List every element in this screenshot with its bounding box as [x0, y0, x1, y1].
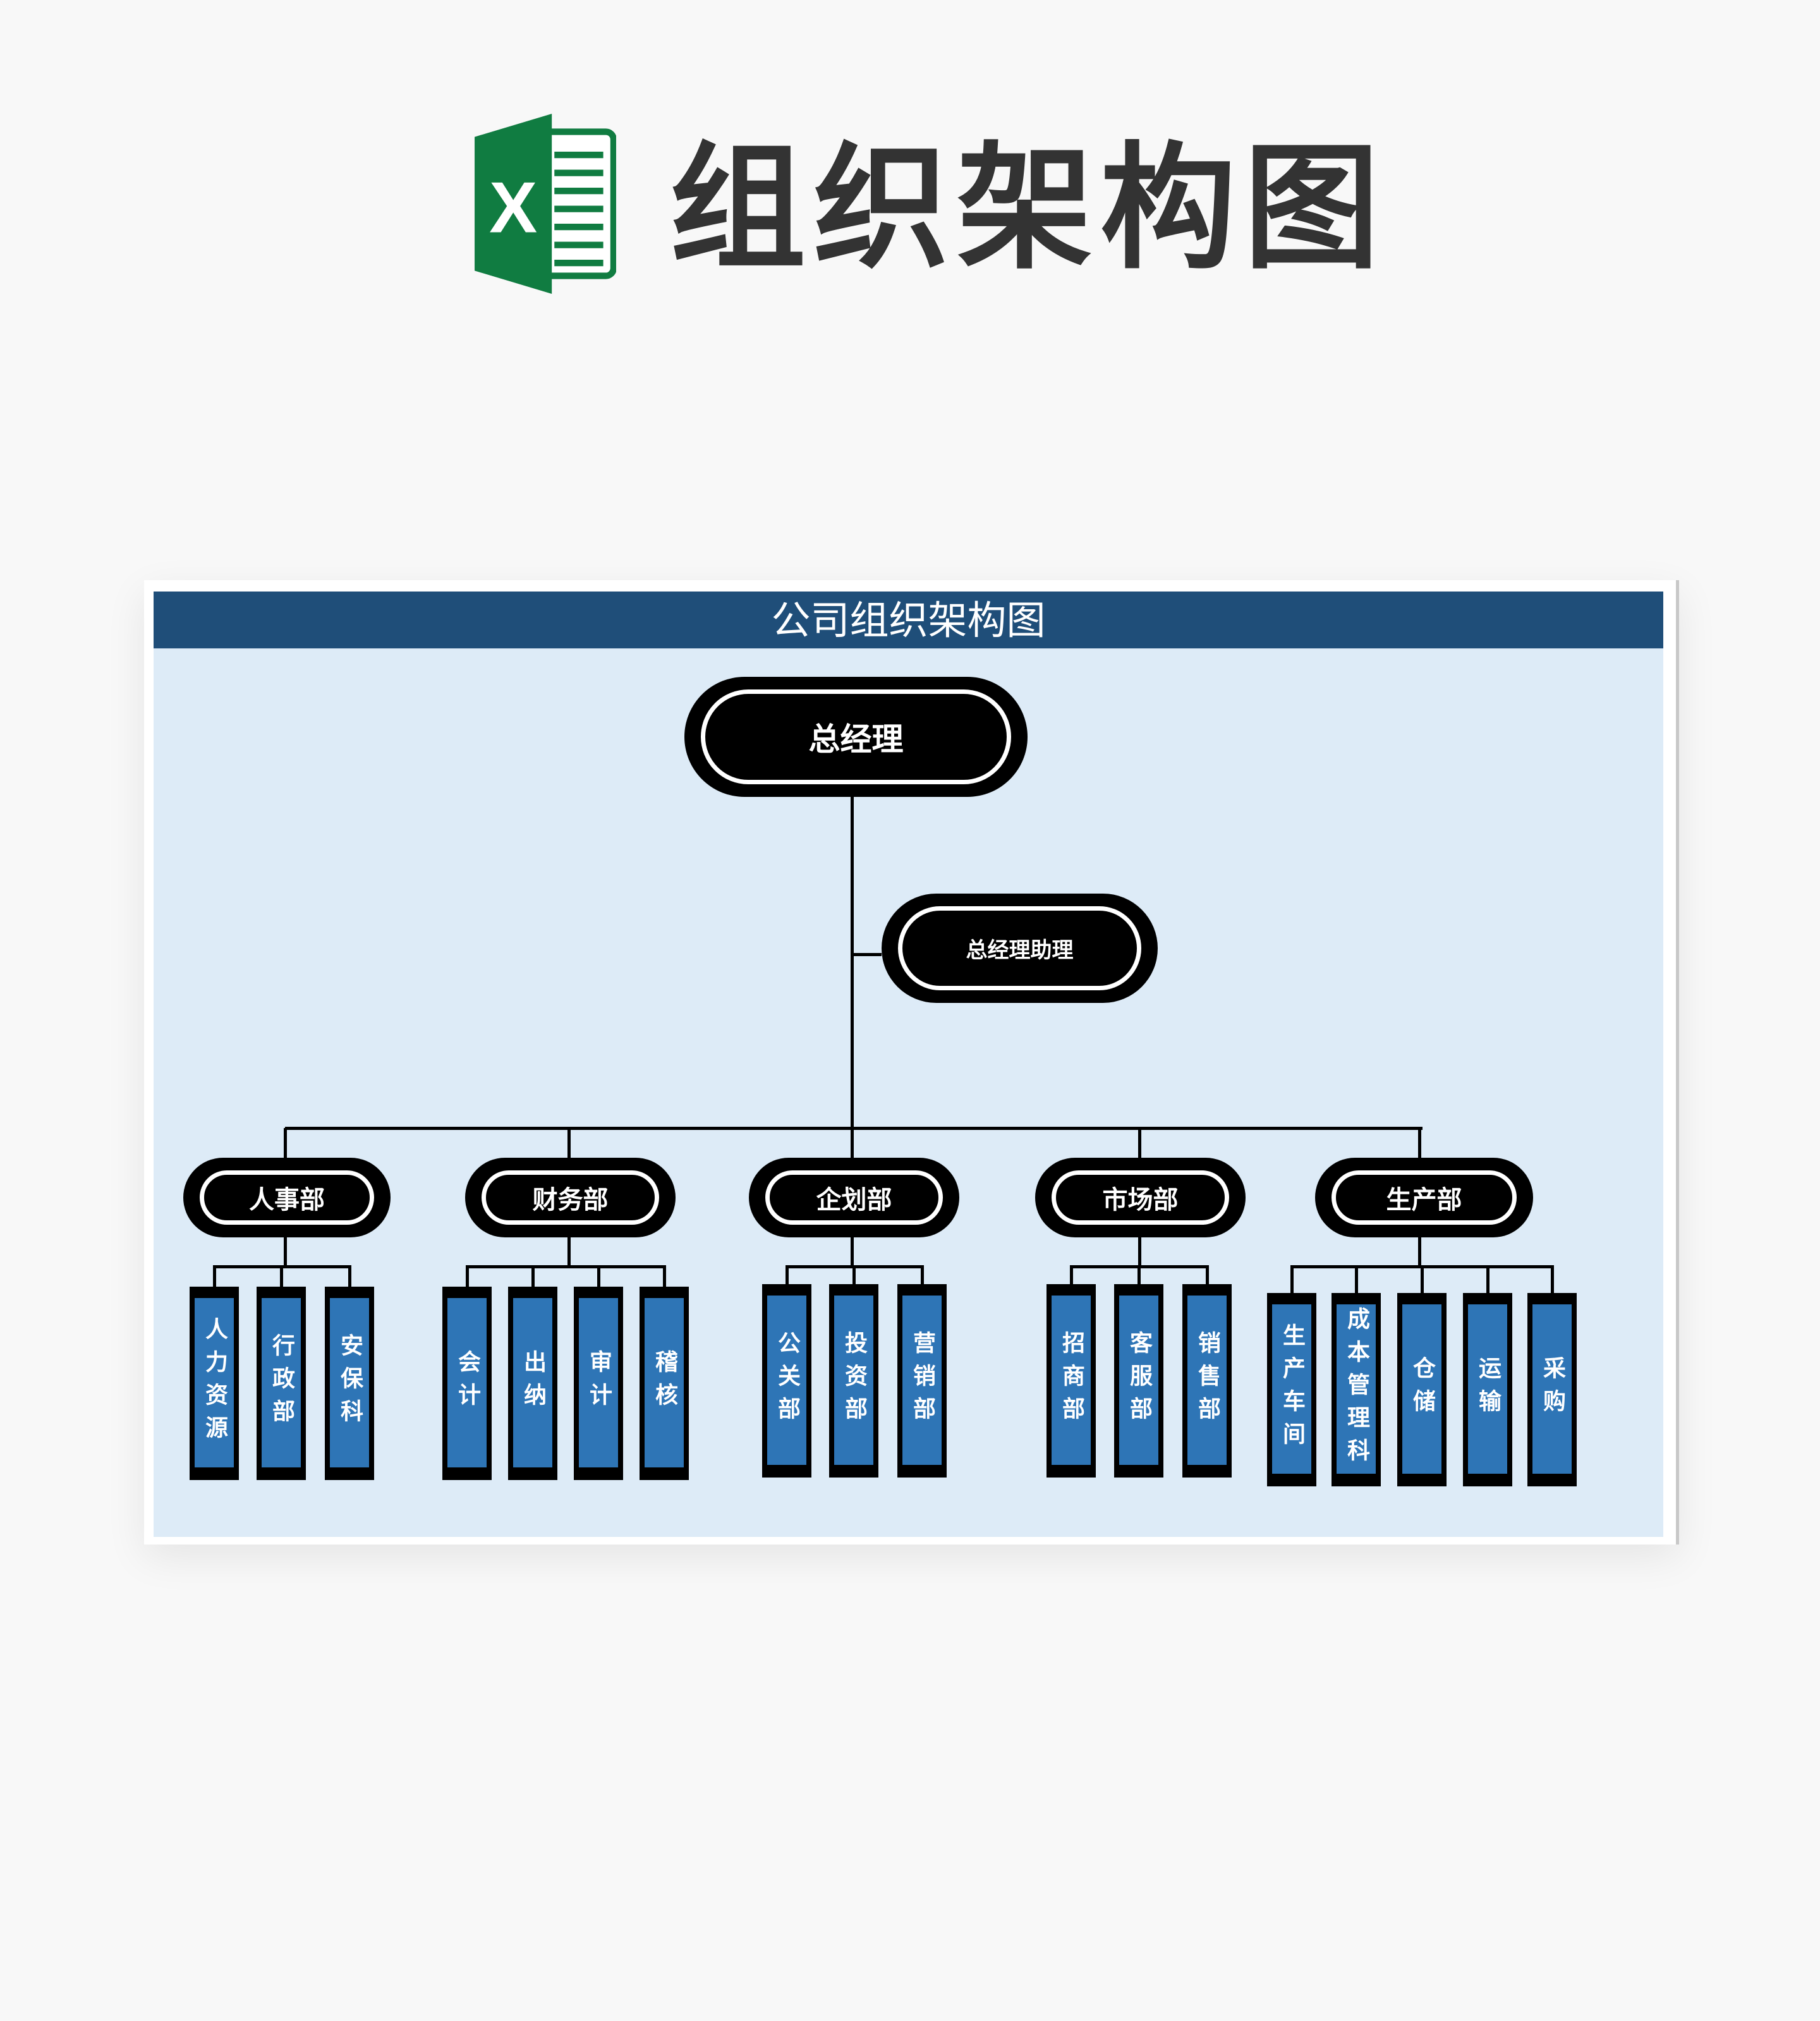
connector-line — [854, 953, 882, 956]
sub-department-label: 生产车间 — [1279, 1323, 1305, 1455]
sub-department-label: 采购 — [1539, 1356, 1565, 1422]
sub-department-box: 人力资源 — [190, 1287, 239, 1480]
connector-line — [284, 1237, 287, 1266]
department-node-label: 生产部 — [1332, 1170, 1517, 1225]
sub-department-label: 出纳 — [520, 1350, 546, 1416]
sub-department-box: 仓储 — [1397, 1293, 1447, 1486]
connector-line — [284, 1128, 287, 1158]
sub-department-label: 安保科 — [337, 1333, 363, 1432]
assistant-node: 总经理助理 — [882, 894, 1158, 1003]
sub-department-label: 公关部 — [774, 1331, 800, 1429]
sub-department-label: 审计 — [586, 1350, 612, 1416]
root-node: 总经理 — [684, 677, 1028, 797]
sub-department-box: 营销部 — [897, 1284, 947, 1478]
sub-department-label: 人力资源 — [202, 1317, 228, 1448]
connector-line — [213, 1265, 216, 1287]
sub-department-box: 投资部 — [829, 1284, 878, 1478]
connector-line — [921, 1265, 924, 1284]
chart-title: 公司组织架构图 — [154, 592, 1663, 648]
connector-line — [348, 1265, 351, 1287]
connector-line — [786, 1265, 789, 1284]
connector-line — [851, 1237, 854, 1266]
connector-line — [1070, 1265, 1073, 1284]
sub-department-label: 行政部 — [269, 1333, 294, 1432]
department-node: 生产部 — [1315, 1158, 1533, 1237]
sub-department-box: 审计 — [574, 1287, 623, 1480]
connector-line — [1138, 1265, 1141, 1284]
sub-department-label: 客服部 — [1126, 1331, 1152, 1429]
connector-line — [1290, 1265, 1294, 1293]
sub-department-label: 运输 — [1475, 1356, 1501, 1422]
connector-line — [466, 1265, 469, 1287]
connector-line — [851, 1128, 854, 1158]
department-node-label: 财务部 — [482, 1170, 659, 1225]
sub-department-label: 会计 — [454, 1350, 480, 1416]
connector-line — [280, 1265, 283, 1287]
connector-line — [567, 1237, 571, 1266]
connector-line — [1486, 1265, 1489, 1293]
connector-line — [285, 1127, 1423, 1130]
sub-department-box: 安保科 — [325, 1287, 374, 1480]
connector-line — [851, 797, 854, 1129]
sub-department-box: 出纳 — [508, 1287, 557, 1480]
sub-department-box: 会计 — [442, 1287, 492, 1480]
sub-department-box: 采购 — [1527, 1293, 1577, 1486]
connector-line — [1421, 1265, 1424, 1293]
sub-department-box: 生产车间 — [1267, 1293, 1316, 1486]
connector-line — [597, 1265, 600, 1287]
sub-department-label: 营销部 — [909, 1331, 935, 1429]
department-node: 财务部 — [465, 1158, 676, 1237]
connector-line — [852, 1265, 856, 1284]
sub-department-label: 仓储 — [1409, 1356, 1435, 1422]
department-node-label: 人事部 — [200, 1170, 374, 1225]
connector-line — [567, 1128, 571, 1158]
sub-department-box: 稽核 — [640, 1287, 689, 1480]
svg-text:X: X — [489, 167, 537, 248]
connector-line — [663, 1265, 666, 1287]
sub-department-box: 销售部 — [1182, 1284, 1232, 1478]
root-node-label: 总经理 — [701, 689, 1011, 784]
assistant-node-label: 总经理助理 — [898, 906, 1141, 990]
connector-line — [1206, 1265, 1209, 1284]
connector-line — [1418, 1237, 1421, 1266]
sub-department-label: 招商部 — [1059, 1331, 1084, 1429]
sub-department-box: 客服部 — [1114, 1284, 1163, 1478]
sub-department-label: 成本管理科 — [1344, 1307, 1369, 1471]
page-title: 组织架构图 — [670, 129, 1387, 288]
sub-department-label: 投资部 — [841, 1331, 867, 1429]
connector-line — [466, 1265, 666, 1268]
sub-department-box: 运输 — [1463, 1293, 1512, 1486]
sub-department-label: 稽核 — [652, 1350, 677, 1416]
sub-department-box: 成本管理科 — [1332, 1293, 1381, 1486]
connector-line — [1355, 1265, 1358, 1293]
department-node-label: 企划部 — [765, 1170, 943, 1225]
connector-line — [1551, 1265, 1554, 1293]
department-node: 市场部 — [1035, 1158, 1246, 1237]
sub-department-box: 行政部 — [257, 1287, 306, 1480]
connector-line — [1138, 1237, 1141, 1266]
excel-logo-icon: X — [475, 114, 616, 294]
sub-department-box: 招商部 — [1046, 1284, 1096, 1478]
sub-department-label: 销售部 — [1194, 1331, 1220, 1429]
connector-line — [1418, 1128, 1421, 1158]
sub-department-box: 公关部 — [762, 1284, 811, 1478]
department-node: 企划部 — [749, 1158, 959, 1237]
connector-line — [531, 1265, 535, 1287]
department-node: 人事部 — [183, 1158, 391, 1237]
department-node-label: 市场部 — [1052, 1170, 1229, 1225]
connector-line — [1138, 1128, 1141, 1158]
